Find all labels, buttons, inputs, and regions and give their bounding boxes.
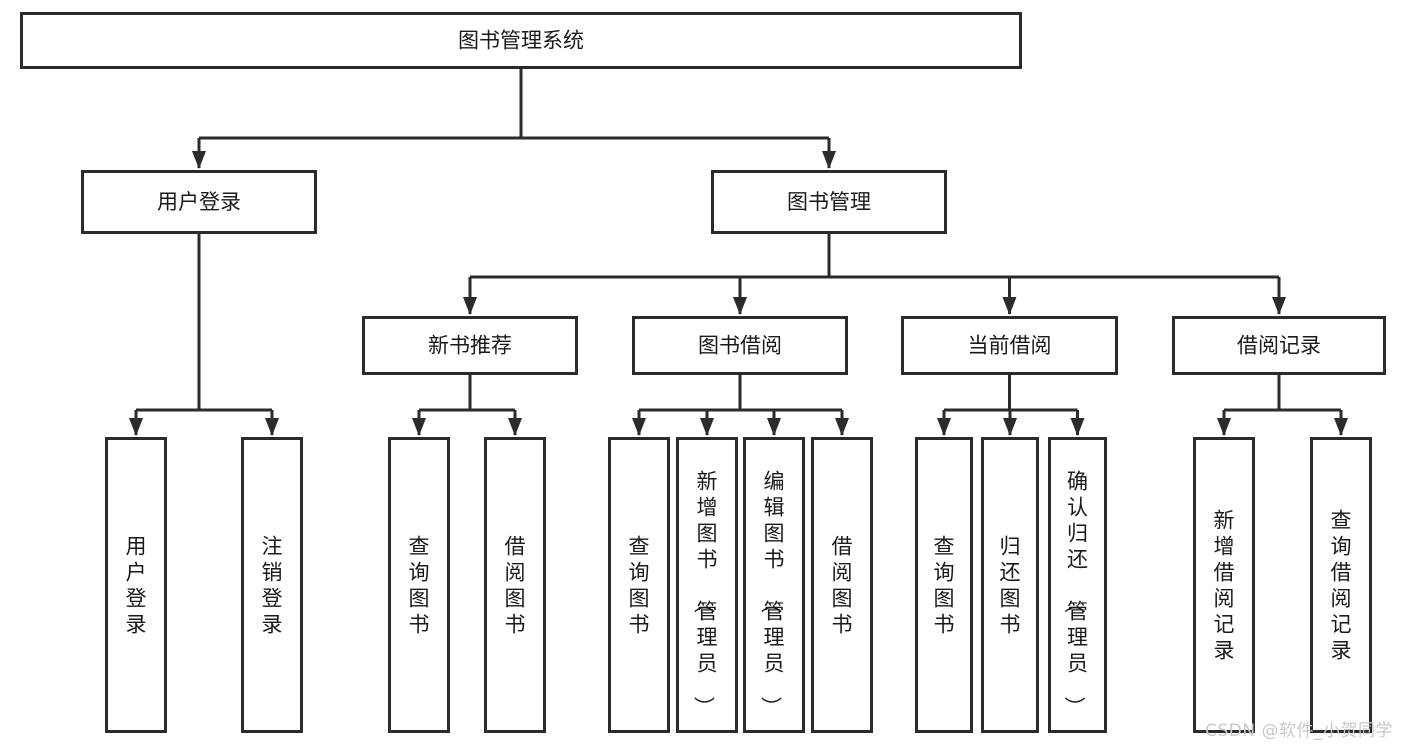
- leaf-label: 编辑图书（管理员）: [759, 469, 785, 717]
- leaf-label: 借阅图书: [832, 534, 853, 636]
- leaf-node-3[interactable]: 借阅图书: [484, 437, 546, 733]
- leaf-node-11[interactable]: 新增借阅记录: [1193, 437, 1255, 733]
- node-label: 图书管理: [787, 190, 871, 214]
- node-l3-1[interactable]: 图书借阅: [632, 316, 848, 375]
- leaf-label: 查询借阅记录: [1331, 508, 1352, 662]
- leaf-box: [676, 437, 738, 733]
- leaf-node-6[interactable]: 编辑图书（管理员）: [743, 437, 805, 733]
- leaf-box: [1048, 437, 1107, 733]
- leaf-node-4[interactable]: 查询图书: [608, 437, 670, 733]
- leaf-box: [105, 437, 167, 733]
- node-label: 当前借阅: [968, 334, 1052, 358]
- arrow-head-icon: [463, 297, 477, 315]
- node-label: 图书管理系统: [458, 29, 584, 53]
- arrow-head-icon: [265, 418, 279, 436]
- leaf-box: [388, 437, 450, 733]
- leaf-node-12[interactable]: 查询借阅记录: [1310, 437, 1372, 733]
- leaf-box: [981, 437, 1039, 733]
- arrow-head-icon: [1272, 297, 1286, 315]
- arrow-head-icon: [508, 418, 522, 436]
- arrow-head-icon: [937, 418, 951, 436]
- leaf-label: 查询图书: [629, 534, 650, 636]
- edges-layer: [129, 69, 1348, 436]
- leaf-label: 借阅图书: [505, 534, 526, 636]
- node-box: [20, 12, 1022, 69]
- arrow-head-icon: [700, 418, 714, 436]
- arrow-head-icon: [192, 151, 206, 169]
- node-label: 新书推荐: [428, 334, 512, 358]
- node-box: [901, 316, 1118, 375]
- node-box: [1172, 316, 1386, 375]
- leaf-box: [484, 437, 546, 733]
- leaf-node-10[interactable]: 确认归还（管理员）: [1048, 437, 1107, 733]
- arrow-head-icon: [1002, 297, 1017, 315]
- leaf-node-0[interactable]: 用户登录: [105, 437, 167, 733]
- node-l3-2[interactable]: 当前借阅: [901, 316, 1118, 375]
- node-box: [362, 316, 578, 375]
- leaf-box: [1193, 437, 1255, 733]
- arrow-head-icon: [1070, 418, 1085, 436]
- leaf-box: [811, 437, 873, 733]
- leaf-node-5[interactable]: 新增图书（管理员）: [676, 437, 738, 733]
- leaf-label: 查询图书: [409, 534, 430, 636]
- arrow-head-icon: [412, 418, 426, 436]
- leaf-label: 确认归还（管理员）: [1062, 469, 1088, 717]
- nodes-layer: 图书管理系统用户登录图书管理新书推荐图书借阅当前借阅借阅记录用户登录注销登录查询…: [20, 12, 1386, 733]
- node-l3-3[interactable]: 借阅记录: [1172, 316, 1386, 375]
- leaf-box: [241, 437, 303, 733]
- arrow-head-icon: [1217, 418, 1231, 436]
- node-label: 借阅记录: [1237, 334, 1321, 358]
- leaf-label: 新增借阅记录: [1214, 508, 1235, 662]
- node-l3-0[interactable]: 新书推荐: [362, 316, 578, 375]
- node-label: 图书借阅: [698, 334, 782, 358]
- leaf-node-1[interactable]: 注销登录: [241, 437, 303, 733]
- arrow-head-icon: [1334, 418, 1348, 436]
- leaf-box: [743, 437, 805, 733]
- arrow-head-icon: [1003, 418, 1017, 436]
- leaf-label: 注销登录: [262, 534, 283, 636]
- arrow-head-icon: [822, 151, 836, 169]
- node-box: [711, 170, 947, 234]
- leaf-label: 用户登录: [126, 534, 147, 636]
- leaf-box: [915, 437, 973, 733]
- arrow-head-icon: [733, 297, 747, 315]
- node-label: 用户登录: [157, 190, 241, 214]
- leaf-label: 归还图书: [1000, 534, 1021, 636]
- leaf-node-7[interactable]: 借阅图书: [811, 437, 873, 733]
- leaf-label: 查询图书: [934, 534, 955, 636]
- leaf-box: [1310, 437, 1372, 733]
- leaf-node-9[interactable]: 归还图书: [981, 437, 1039, 733]
- arrow-head-icon: [129, 418, 143, 436]
- node-l2-1[interactable]: 图书管理: [711, 170, 947, 234]
- arrow-head-icon: [767, 418, 781, 436]
- leaf-box: [608, 437, 670, 733]
- arrow-head-icon: [632, 418, 646, 436]
- leaf-node-2[interactable]: 查询图书: [388, 437, 450, 733]
- arrow-head-icon: [835, 418, 849, 436]
- node-root-0[interactable]: 图书管理系统: [20, 12, 1022, 69]
- leaf-node-8[interactable]: 查询图书: [915, 437, 973, 733]
- node-l2-0[interactable]: 用户登录: [81, 170, 317, 234]
- leaf-label: 新增图书（管理员）: [692, 469, 718, 717]
- node-box: [81, 170, 317, 234]
- node-box: [632, 316, 848, 375]
